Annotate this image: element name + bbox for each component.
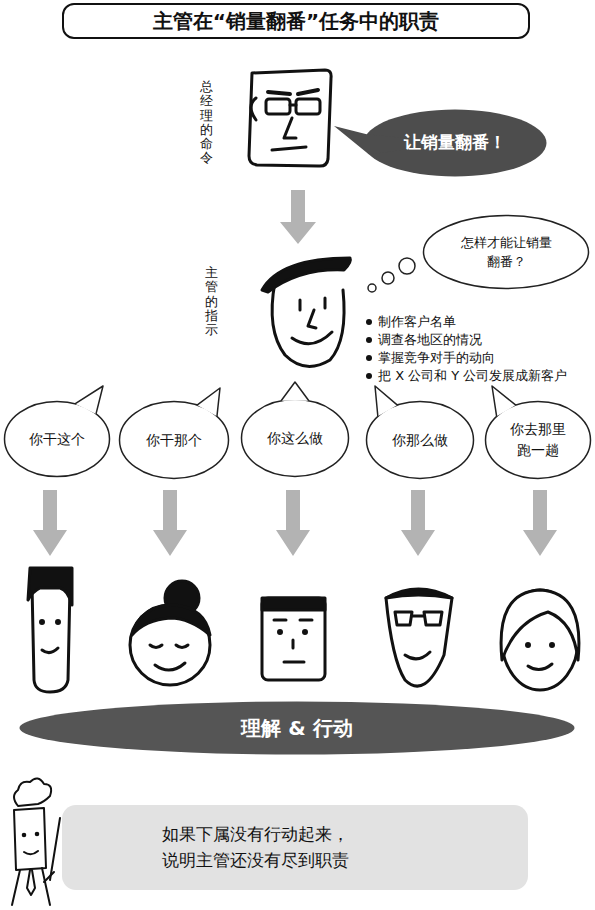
bubble-tail bbox=[75, 386, 103, 414]
title-text: 主管在“销量翻番”任务中的职责 bbox=[153, 8, 439, 35]
speech-bubble: 让销量翻番！ bbox=[362, 108, 548, 178]
bubble-tail bbox=[375, 386, 397, 416]
bubble-tail bbox=[281, 382, 309, 401]
text-group: 你干这个 bbox=[29, 429, 85, 450]
text-group: 你那么做 bbox=[392, 430, 448, 451]
text-group: 你去那里 跑一趟 bbox=[507, 419, 569, 461]
bullet-text: 掌握竞争对手的动向 bbox=[378, 349, 495, 367]
node-shape bbox=[62, 805, 528, 890]
node-text: 你去那里 跑一趟 bbox=[507, 419, 569, 461]
node-text: 怎样才能让销量 翻番？ bbox=[454, 233, 558, 272]
presenter-figure bbox=[12, 778, 60, 905]
speech-bubble: 你这么做 bbox=[240, 398, 350, 478]
text-group: 让销量翻番！ bbox=[404, 130, 506, 156]
band: 理解 & 行动 bbox=[18, 700, 576, 756]
speech-bubble: 你那么做 bbox=[365, 400, 475, 480]
note-box: 如果下属没有行动起来， 说明主管还没有尽到职责 bbox=[62, 805, 528, 890]
bubble-outline bbox=[424, 216, 589, 289]
text-group: 你这么做 bbox=[267, 428, 323, 449]
node-text: 如果下属没有行动起来， 说明主管还没有尽到职责 bbox=[162, 822, 362, 873]
text-group: 理解 & 行动 bbox=[241, 713, 352, 743]
speech-bubble: 你干那个 bbox=[118, 400, 230, 480]
band-fill bbox=[20, 702, 575, 755]
node-shape bbox=[422, 214, 590, 290]
manager-face bbox=[262, 258, 350, 366]
node-text: 理解 & 行动 bbox=[241, 713, 352, 743]
title-box: 主管在“销量翻番”任务中的职责 bbox=[62, 3, 530, 39]
bullet-text: 调查各地区的情况 bbox=[378, 331, 482, 349]
node-shape bbox=[484, 400, 592, 480]
node-text: 你干那个 bbox=[146, 430, 202, 451]
bubble-outline bbox=[242, 400, 349, 477]
node-text: 你干这个 bbox=[29, 429, 85, 450]
vertical-label: 主管的指示 bbox=[205, 266, 218, 337]
node-text: 你这么做 bbox=[267, 428, 323, 449]
bullet-text: 把 X 公司和 Y 公司发展成新客户 bbox=[378, 367, 567, 385]
subordinate-faces bbox=[28, 568, 579, 692]
thought-bubble: 怎样才能让销量 翻番？ bbox=[422, 214, 590, 290]
bubble-tail bbox=[197, 388, 220, 416]
text-group: 如果下属没有行动起来， 说明主管还没有尽到职责 bbox=[162, 822, 362, 873]
vertical-label: 总经理的命令 bbox=[200, 80, 213, 166]
speech-bubble: 你去那里 跑一趟 bbox=[484, 400, 592, 480]
node-text: 你那么做 bbox=[392, 430, 448, 451]
box-fill bbox=[62, 805, 528, 890]
bullet-dots bbox=[366, 319, 372, 379]
node-text: 让销量翻番！ bbox=[404, 130, 506, 156]
bubble-tail bbox=[492, 386, 516, 416]
boss-face bbox=[249, 70, 331, 166]
speech-bubble: 你干这个 bbox=[3, 400, 111, 478]
bullet-text: 制作客户名单 bbox=[378, 313, 456, 331]
text-group: 你干那个 bbox=[146, 430, 202, 451]
thought-dots bbox=[368, 258, 415, 292]
text-group: 怎样才能让销量 翻番？ bbox=[454, 233, 558, 272]
